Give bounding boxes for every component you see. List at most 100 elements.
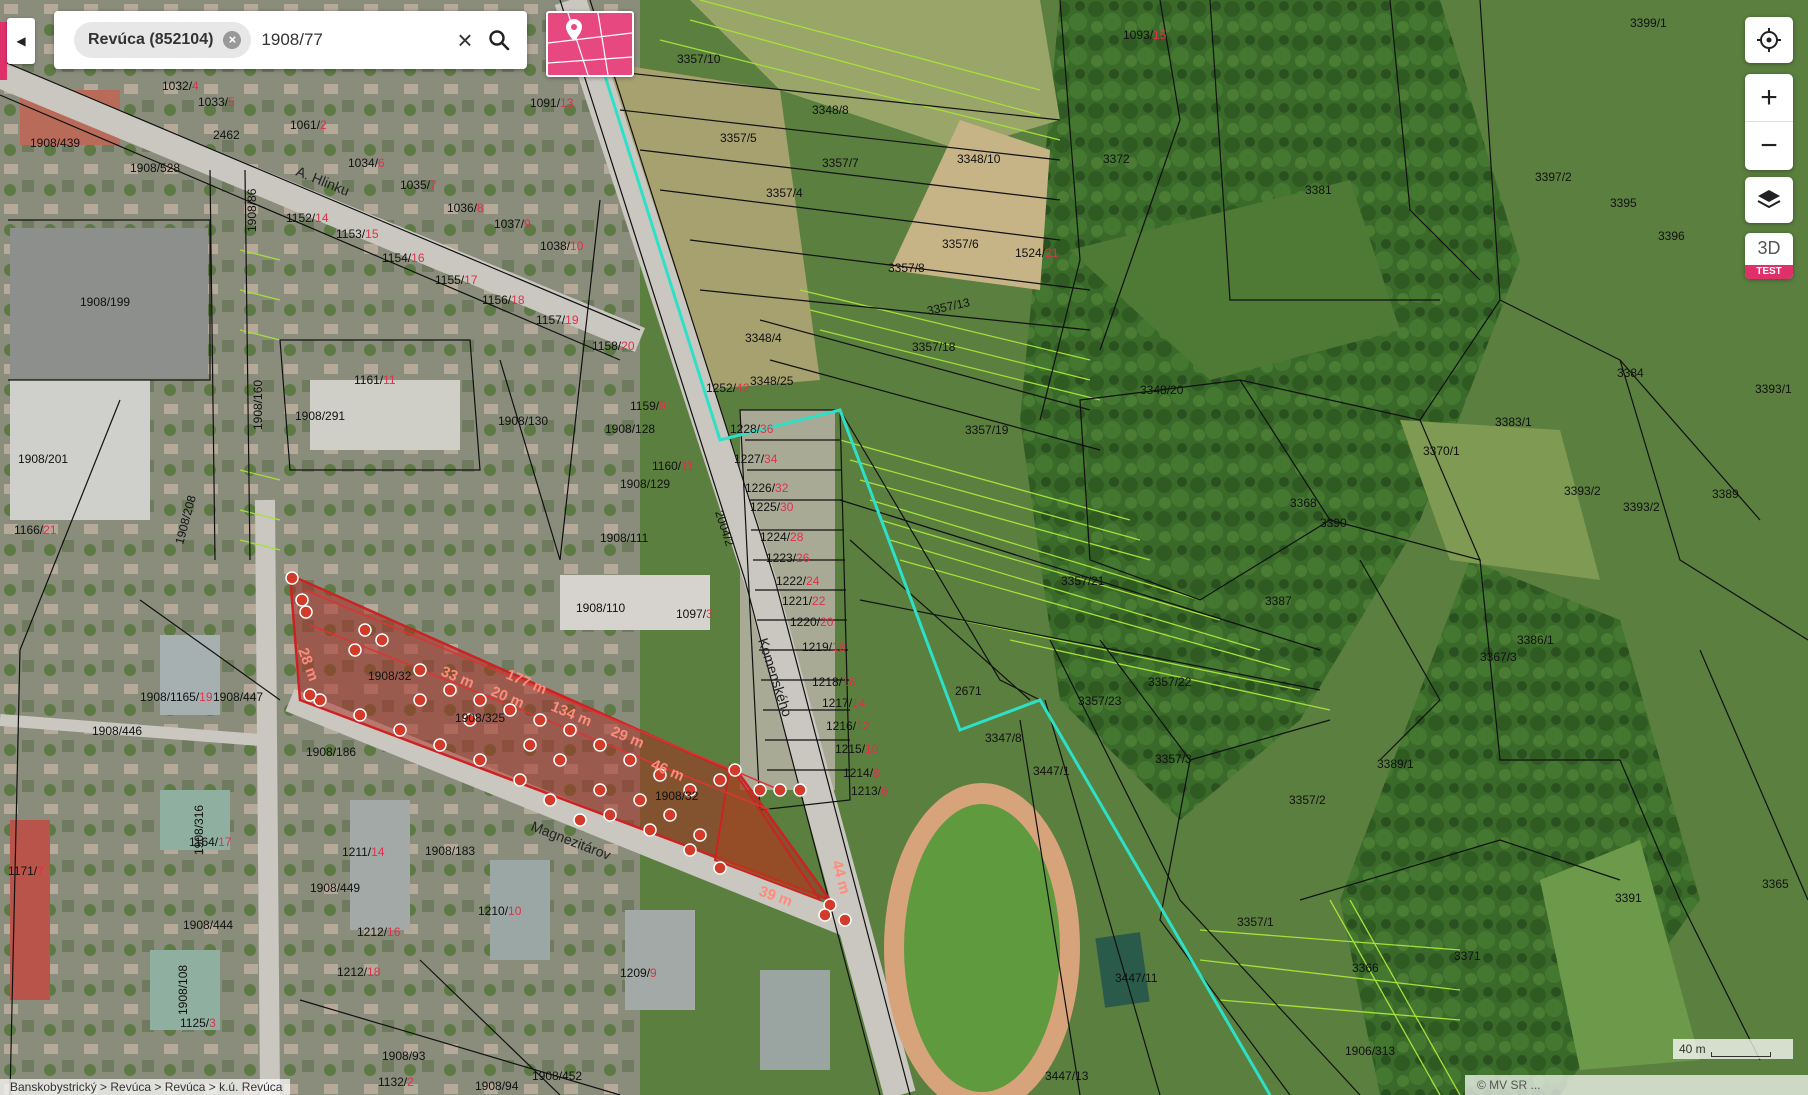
scale-label: 40 m bbox=[1679, 1042, 1706, 1056]
green-hatch bbox=[239, 0, 1461, 1095]
house-number-label: 1218/16 bbox=[812, 675, 856, 689]
parcel-label: 3395 bbox=[1610, 196, 1637, 210]
parcel-label: 1906/313 bbox=[1345, 1044, 1395, 1058]
parcel-label: 1908/93 bbox=[382, 1049, 426, 1063]
attribution[interactable]: © MV SR ... bbox=[1465, 1075, 1808, 1095]
house-number-label: 1224/28 bbox=[760, 530, 804, 544]
building-tower bbox=[160, 635, 220, 715]
house-number-label: 1908/1165/19 bbox=[140, 690, 213, 704]
house-number-label: 1214/8 bbox=[843, 766, 880, 780]
breadcrumb: Banskobystrický > Revúca > Revúca > k.ú.… bbox=[0, 1079, 291, 1095]
parcel-label: 3372 bbox=[1103, 152, 1130, 166]
location-chip[interactable]: Revúca (852104) × bbox=[74, 22, 252, 58]
house-number-label: 1161/11 bbox=[354, 373, 396, 387]
house-number-label: 1158/20 bbox=[592, 339, 635, 353]
parcel-label: 1908/32 bbox=[655, 789, 699, 803]
house-number-label: 1217/14 bbox=[822, 696, 866, 710]
basemap-switcher[interactable] bbox=[546, 11, 634, 77]
zoom-in-button[interactable]: + bbox=[1745, 74, 1793, 122]
parcel-label: 3357/3 bbox=[1155, 752, 1192, 766]
parcel-label: 1908/32 bbox=[368, 669, 412, 683]
clear-search-button[interactable]: × bbox=[457, 24, 473, 55]
house-number-label: 1221/22 bbox=[782, 594, 826, 608]
scale-bar-line bbox=[1711, 1052, 1771, 1057]
search-button[interactable] bbox=[479, 20, 519, 60]
parcel-label: 3357/4 bbox=[766, 186, 803, 200]
parcel-label: 3390 bbox=[1320, 516, 1347, 530]
chip-remove-icon[interactable]: × bbox=[223, 31, 242, 49]
house-number-label: 1166/21 bbox=[14, 523, 57, 537]
parcel-label: 3399/1 bbox=[1630, 16, 1667, 30]
house-number-label: 1220/20 bbox=[790, 615, 834, 629]
house-number-label: 1154/16 bbox=[382, 251, 425, 265]
building-1908-110 bbox=[560, 575, 710, 630]
parcel-label: 3393/1 bbox=[1755, 382, 1792, 396]
3d-view-button[interactable]: 3D TEST bbox=[1745, 233, 1793, 279]
parcel-label: 3348/10 bbox=[957, 152, 1001, 166]
parcel-label: 1908/446 bbox=[92, 724, 142, 738]
house-number-label: 1212/16 bbox=[357, 925, 401, 939]
house-number-label: 1035/7 bbox=[400, 178, 437, 192]
building-roof bbox=[10, 380, 150, 520]
building-318 bbox=[490, 860, 550, 960]
side-panel-edge bbox=[0, 22, 7, 80]
parcel-label: 3383/1 bbox=[1495, 415, 1532, 429]
cadastral-area-boundary bbox=[598, 59, 1272, 1095]
field-north bbox=[690, 0, 1060, 150]
house-number-label: 1097/3 bbox=[676, 607, 713, 621]
parcel-label: 1908/449 bbox=[310, 881, 360, 895]
parcel-label: 1908/186 bbox=[306, 745, 356, 759]
parcel-label: 1908/439 bbox=[30, 136, 80, 150]
parcel-label: 3371 bbox=[1454, 949, 1481, 963]
3d-label: 3D bbox=[1757, 238, 1781, 258]
house-number-label: 1210/10 bbox=[478, 904, 522, 918]
house-number-label: 1159/9 bbox=[630, 399, 666, 413]
house-number-label: 1524/21 bbox=[1015, 246, 1059, 260]
collapse-panel-button[interactable]: ◀ bbox=[7, 18, 35, 64]
parcel-label: 3348/8 bbox=[812, 103, 849, 117]
parcel-label: 3357/22 bbox=[1148, 675, 1192, 689]
parcel-label: 1908/447 bbox=[213, 690, 263, 704]
road-side bbox=[0, 714, 261, 746]
building-217 bbox=[350, 800, 410, 930]
parcel-label: 1908/291 bbox=[295, 409, 345, 423]
building-316 bbox=[160, 790, 230, 850]
house-number-label: 1228/36 bbox=[730, 422, 774, 436]
parcel-label: 3357/8 bbox=[888, 261, 925, 275]
parcel-label: 3365 bbox=[1762, 877, 1789, 891]
parcel-label: 3357/7 bbox=[822, 156, 859, 170]
parcel-label: 1908/316 bbox=[192, 805, 206, 855]
field-se bbox=[1540, 840, 1700, 1070]
house-number-label: 1212/18 bbox=[337, 965, 381, 979]
house-number-label: 1132/2 bbox=[378, 1075, 414, 1089]
vertex-markers[interactable] bbox=[285, 571, 852, 927]
parcel-label: 1908/110 bbox=[576, 601, 625, 615]
house-number-label: 1061/2 bbox=[290, 118, 327, 132]
layers-button[interactable] bbox=[1745, 177, 1793, 223]
zoom-out-button[interactable]: − bbox=[1745, 122, 1793, 170]
parking-lot bbox=[10, 228, 208, 378]
parcel-label: 1908/129 bbox=[620, 477, 670, 491]
parcel-label: 3348/4 bbox=[745, 331, 782, 345]
search-box[interactable]: Revúca (852104) × 1908/77 × bbox=[54, 11, 527, 69]
parcel-label: 3368 bbox=[1290, 496, 1317, 510]
parcel-label: 1908/128 bbox=[605, 422, 655, 436]
locate-button[interactable] bbox=[1745, 17, 1793, 63]
parcel-label: 1908/528 bbox=[130, 161, 180, 175]
house-number-label: 1036/8 bbox=[447, 201, 484, 215]
house-number-label: 1093/15 bbox=[1123, 28, 1167, 42]
house-number-label: 1153/15 bbox=[336, 227, 379, 241]
parcel-label: 1908/111 bbox=[600, 531, 649, 545]
parcel-label: 3357/21 bbox=[1061, 574, 1105, 588]
parcel-label: 3357/1 bbox=[1237, 915, 1274, 929]
house-number-label: 1125/3 bbox=[180, 1016, 216, 1030]
layers-icon bbox=[1757, 190, 1781, 209]
parcel-label: 3389 bbox=[1712, 487, 1739, 501]
search-input[interactable]: 1908/77 bbox=[261, 30, 323, 49]
house-number-label: 1223/26 bbox=[766, 551, 810, 565]
parcel-label: 3393/2 bbox=[1564, 484, 1601, 498]
parcel-label: 3357/2 bbox=[1289, 793, 1326, 807]
road-a-hlinku bbox=[0, 62, 645, 353]
